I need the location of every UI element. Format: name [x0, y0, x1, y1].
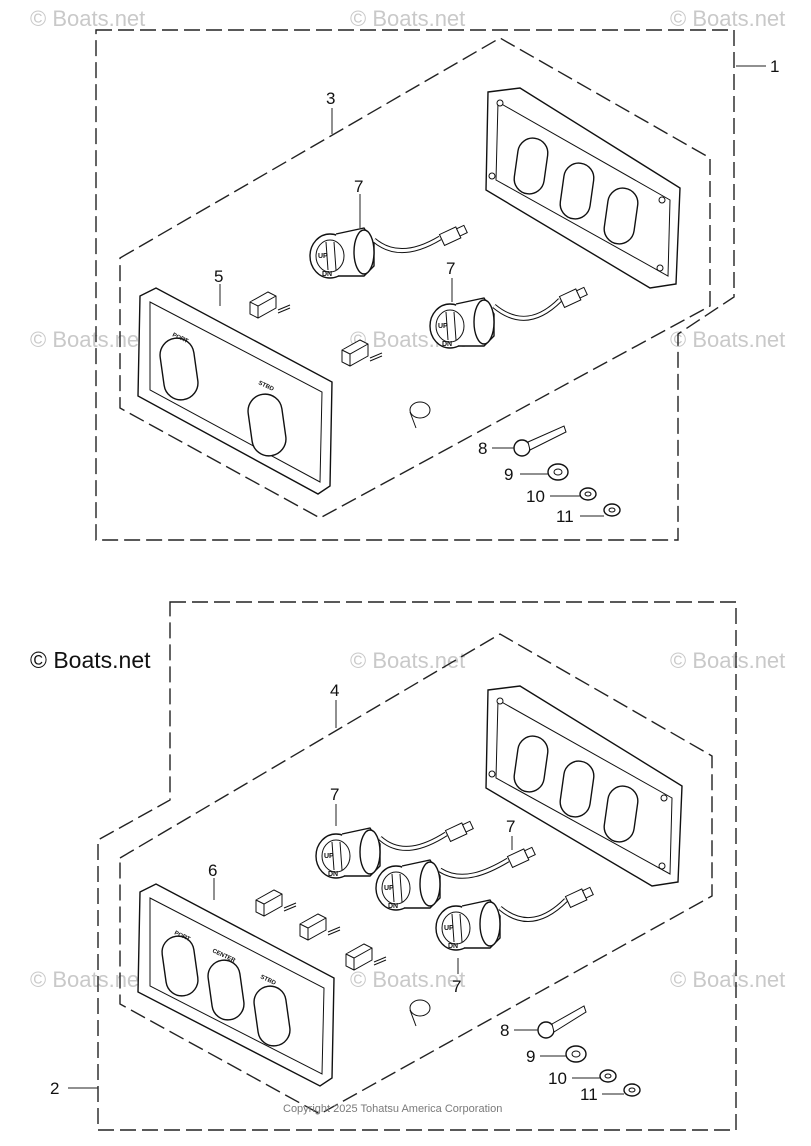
callout-10a: 10 [526, 487, 545, 506]
switch-7a: UP DN [309, 224, 468, 279]
copyright-notice: Copyright 2025 Tohatsu America Corporati… [283, 1103, 502, 1115]
clamp-upper [249, 291, 291, 319]
subassembly-boundary-3 [119, 37, 711, 519]
rear-mount-plate-3 [485, 87, 681, 289]
watermark-top-center: © Boats.net [350, 6, 465, 31]
knob-dn-label: DN [388, 903, 398, 910]
watermark-bottom-center: © Boats.net [350, 967, 465, 992]
callout-7b: 7 [446, 259, 455, 278]
assembly-1: PORT STBD UP DN UP DN [95, 29, 779, 541]
knob-dn-label: DN [448, 943, 458, 950]
bolt-8 [513, 425, 567, 457]
bolt-8 [537, 1005, 587, 1039]
callout-7e: 7 [452, 977, 461, 996]
rear-mount-plate-4 [485, 685, 683, 887]
callout-11b: 11 [580, 1085, 598, 1104]
watermark-top-right: © Boats.net [670, 6, 785, 31]
callout-7a: 7 [354, 177, 363, 196]
callout-7c: 7 [330, 785, 339, 804]
watermark-lower-center: © Boats.net [350, 648, 465, 673]
callout-8a: 8 [478, 439, 487, 458]
watermark-bottom-left: © Boats.net [30, 967, 145, 992]
knob-dn-label: DN [442, 341, 452, 348]
washer-10 [599, 1069, 617, 1083]
callout-3: 3 [326, 89, 335, 108]
cable-tie [409, 999, 431, 1027]
front-panel-6: PORT CENTER STBD [137, 883, 335, 1087]
washer-10 [579, 487, 597, 501]
knob-up-label: UP [318, 253, 328, 260]
clamp-2 [299, 913, 341, 941]
knob-dn-label: DN [322, 271, 332, 278]
knob-dn-label: DN [328, 871, 338, 878]
callout-11a: 11 [556, 507, 574, 526]
switch-7b: UP DN [429, 286, 588, 349]
kit-boundary-1 [95, 29, 735, 541]
cable-tie [409, 401, 431, 429]
callout-9b: 9 [526, 1047, 535, 1066]
watermark-bottom-right: © Boats.net [670, 967, 785, 992]
knob-up-label: UP [384, 885, 394, 892]
callout-2: 2 [50, 1079, 59, 1098]
watermark-lower-right: © Boats.net [670, 648, 785, 673]
washer-11 [623, 1083, 641, 1097]
watermark-mid-left: © Boats.net [30, 327, 145, 352]
callout-1: 1 [770, 57, 779, 76]
watermark-mid-right: © Boats.net [670, 327, 785, 352]
callout-9a: 9 [504, 465, 513, 484]
switch-7e: UP DN [435, 886, 594, 951]
callout-10b: 10 [548, 1069, 567, 1088]
switch-7d: UP DN [375, 846, 536, 911]
front-panel-5: PORT STBD [137, 287, 333, 495]
callout-6: 6 [208, 861, 217, 880]
nut-9 [565, 1045, 587, 1063]
assembly-2: PORT CENTER STBD UP DN UP DN [50, 601, 737, 1131]
callout-4: 4 [330, 681, 339, 700]
knob-up-label: UP [444, 925, 454, 932]
watermark-top-left: © Boats.net [30, 6, 145, 31]
watermark-prominent: © Boats.net [30, 647, 151, 673]
washer-11 [603, 503, 621, 517]
clamp-1 [255, 889, 297, 917]
nut-9 [547, 463, 569, 481]
kit-boundary-2 [97, 601, 737, 1131]
subassembly-boundary-4 [119, 633, 713, 1115]
callout-8b: 8 [500, 1021, 509, 1040]
callout-7d: 7 [506, 817, 515, 836]
knob-up-label: UP [438, 323, 448, 330]
knob-up-label: UP [324, 853, 334, 860]
callout-5: 5 [214, 267, 223, 286]
switch-7c: UP DN [315, 820, 474, 879]
